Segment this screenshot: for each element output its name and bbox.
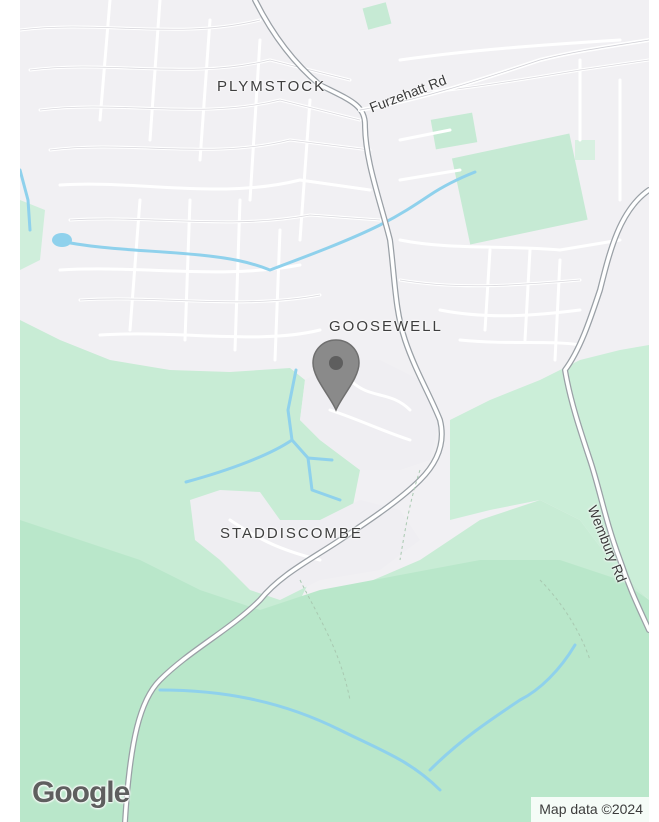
map-frame[interactable]: PLYMSTOCK GOOSEWELL STADDISCOMBE Furzeha…: [20, 0, 649, 822]
google-logo[interactable]: Google: [32, 776, 130, 809]
staddiscombe-area: [190, 490, 420, 600]
green-area-east: [450, 345, 649, 600]
woodland-south: [20, 520, 649, 822]
place-label-plymstock: PLYMSTOCK: [217, 78, 327, 95]
footpaths: [299, 469, 591, 701]
green-area-west: [20, 200, 45, 270]
map-canvas[interactable]: [20, 0, 649, 822]
waterways: [20, 168, 577, 792]
road-c-edge: [359, 39, 649, 111]
road-a: [123, 0, 444, 822]
street-outlines: [20, 19, 649, 303]
pin-shape: [312, 339, 360, 412]
park-3: [362, 2, 392, 30]
park-4: [575, 140, 595, 160]
water-pond: [52, 233, 72, 247]
road-b: [563, 188, 649, 632]
main-roads: [122, 0, 649, 822]
park-2: [430, 112, 478, 150]
park-1: [451, 133, 588, 245]
map-pin-icon[interactable]: [310, 338, 362, 414]
place-label-goosewell: GOOSEWELL: [329, 318, 443, 335]
map-attribution[interactable]: Map data ©2024: [531, 797, 649, 822]
place-label-staddiscombe: STADDISCOMBE: [220, 525, 363, 542]
